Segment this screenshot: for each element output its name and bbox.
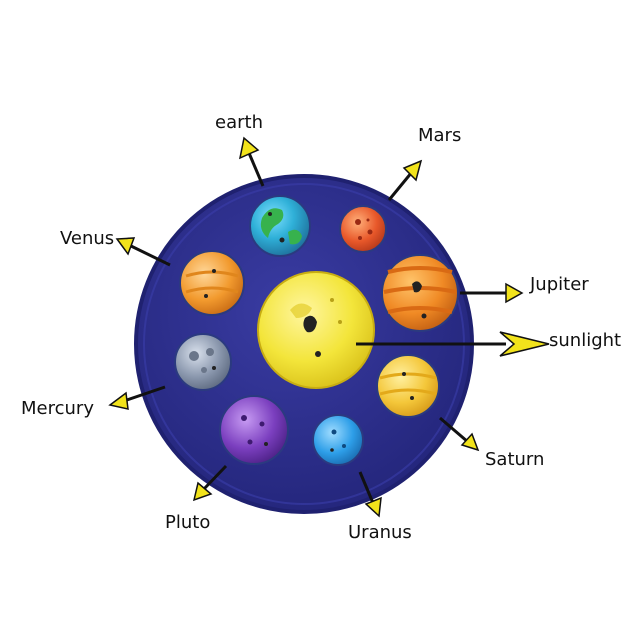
- jupiter-bubble[interactable]: [381, 254, 459, 332]
- label-saturn: Saturn: [485, 449, 544, 470]
- venus-bubble[interactable]: [179, 250, 245, 316]
- uranus-bubble[interactable]: [312, 414, 364, 466]
- label-mercury: Mercury: [21, 398, 94, 419]
- pluto-bubble[interactable]: [219, 395, 289, 465]
- sun-bubble[interactable]: [257, 271, 375, 389]
- arrow-uranus: [358, 471, 382, 518]
- arrow-venus: [115, 237, 171, 267]
- label-uranus: Uranus: [348, 522, 412, 543]
- mars-bubble[interactable]: [339, 205, 387, 253]
- label-jupiter: Jupiter: [529, 274, 589, 295]
- earth-bubble[interactable]: [249, 195, 311, 257]
- label-earth: earth: [215, 112, 263, 133]
- arrow-jupiter: [460, 282, 524, 304]
- label-sunlight: sunlight: [549, 330, 621, 351]
- mercury-bubble[interactable]: [174, 333, 232, 391]
- arrow-earth: [238, 136, 265, 187]
- arrow-sunlight: [356, 331, 550, 357]
- arrow-mars: [387, 159, 423, 201]
- arrow-saturn: [439, 416, 480, 452]
- label-venus: Venus: [60, 228, 114, 249]
- label-mars: Mars: [418, 125, 461, 146]
- saturn-bubble[interactable]: [376, 354, 440, 418]
- arrow-mercury: [108, 385, 166, 410]
- label-pluto: Pluto: [165, 512, 210, 533]
- arrow-pluto: [192, 464, 228, 502]
